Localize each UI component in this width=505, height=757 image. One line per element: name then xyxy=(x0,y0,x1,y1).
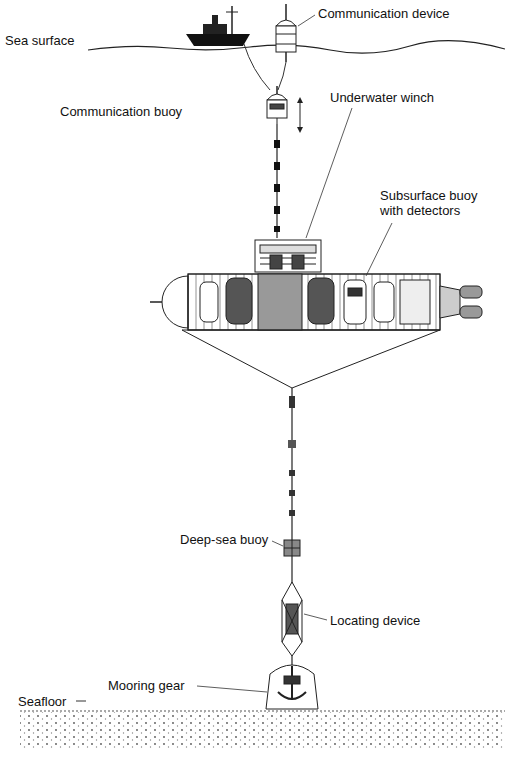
underwater-winch xyxy=(255,240,321,272)
tether-cable xyxy=(244,44,270,90)
buoy-label: Communication buoy xyxy=(60,104,182,119)
sea-surface-label: Sea surface xyxy=(5,33,74,48)
leader-line xyxy=(306,108,352,238)
seafloor-sediment xyxy=(20,712,505,750)
device-label: Communication device xyxy=(318,6,450,21)
subsurface-buoy-label: Subsurface buoy with detectors xyxy=(380,188,490,218)
seafloor-label: Seafloor xyxy=(18,694,66,709)
mooring-label: Mooring gear xyxy=(108,678,185,693)
device-cable xyxy=(278,62,286,90)
chain xyxy=(274,124,280,238)
subsurface-buoy xyxy=(150,274,482,330)
leader-line xyxy=(304,614,327,620)
ship xyxy=(186,6,250,46)
communication-device xyxy=(276,4,296,62)
leader-line xyxy=(197,686,267,692)
heave-arrow xyxy=(300,100,301,130)
leader-line xyxy=(298,15,315,26)
deep-buoy-label: Deep-sea buoy xyxy=(180,532,268,547)
bridle xyxy=(182,330,440,388)
leader-line xyxy=(272,541,283,546)
seafloor-tick xyxy=(76,701,86,702)
mooring-gear xyxy=(266,665,318,709)
locator-label: Locating device xyxy=(330,613,420,628)
deep-sea-buoy xyxy=(284,540,300,556)
winch-label: Underwater winch xyxy=(330,90,434,105)
seafloor-line xyxy=(20,711,505,712)
locating-device xyxy=(282,582,302,656)
leader-line xyxy=(366,223,392,276)
communication-buoy xyxy=(267,86,287,124)
